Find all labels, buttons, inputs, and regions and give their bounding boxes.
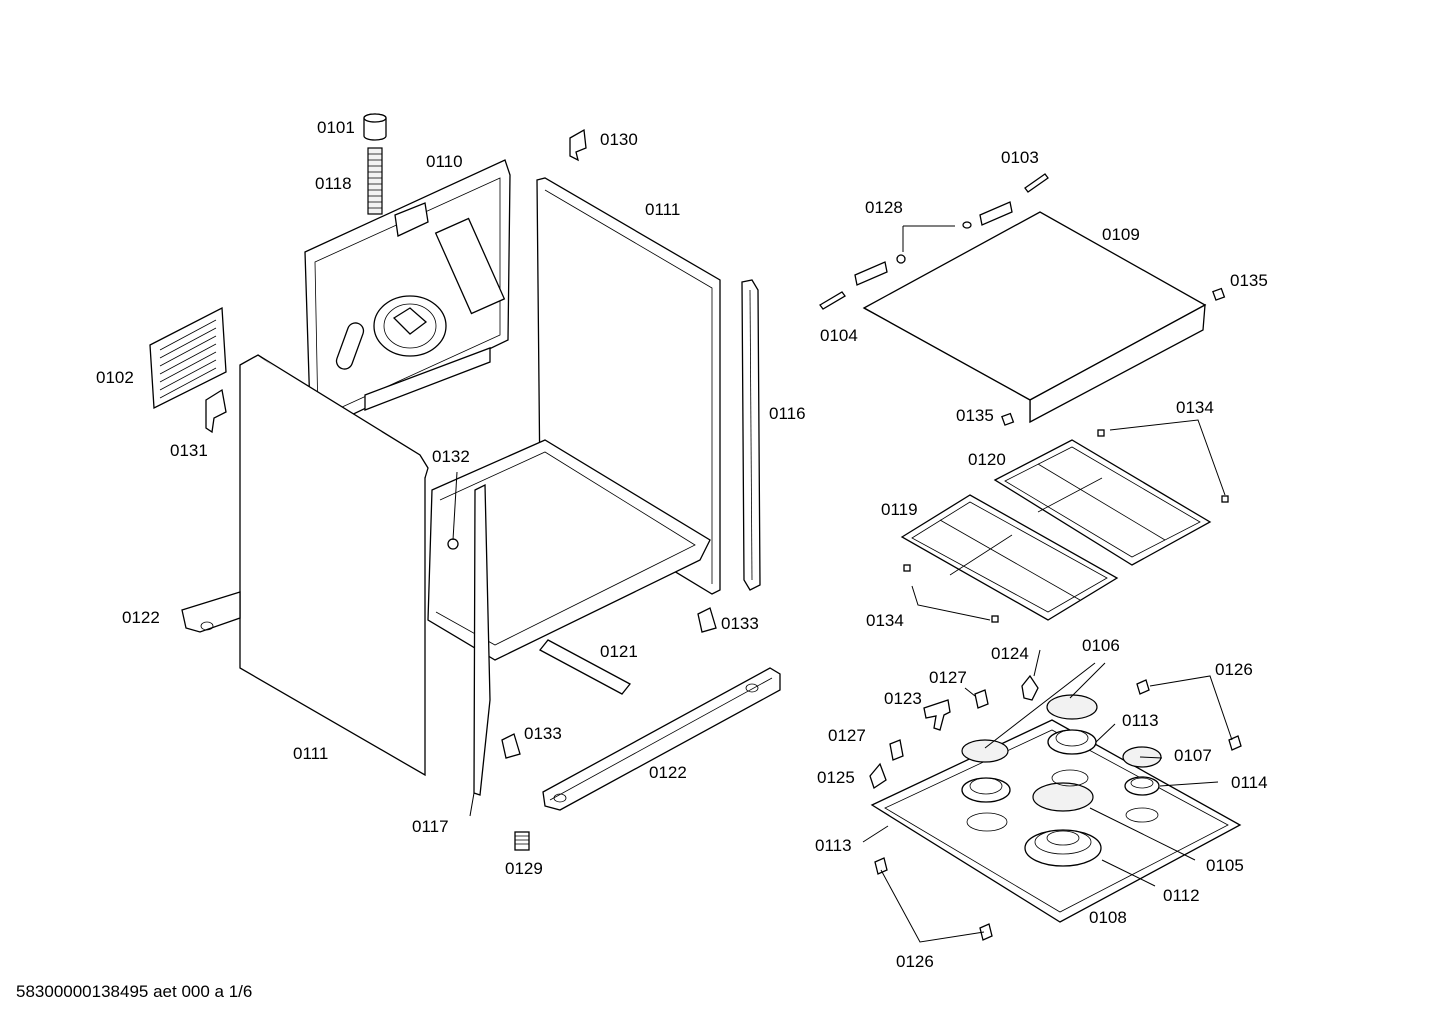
part-0126-clip-right (1228, 735, 1242, 751)
part-0126-clip-bottom-a (874, 857, 888, 875)
part-0126-clip-top (1136, 679, 1150, 695)
part-0134-foot-d (991, 615, 999, 623)
callout-0123: 0123 (884, 689, 922, 708)
callout-0134-top: 0134 (1176, 398, 1214, 417)
part-0123-injector (923, 699, 951, 731)
callout-labels: 0101 0118 0110 0130 0111 0102 0131 0132 … (96, 118, 1268, 971)
callout-0127-lower: 0127 (828, 726, 866, 745)
cabinet-assembly (149, 113, 781, 851)
part-0113-burner-lower (961, 777, 1011, 803)
part-0126-clip-bottom-b (979, 923, 993, 941)
part-0105-cap-wok (1032, 782, 1094, 812)
callout-0111-right: 0111 (645, 200, 680, 219)
part-hinge-left (854, 261, 888, 286)
part-0130-bracket (569, 128, 587, 162)
part-0117-front-strip (473, 483, 491, 796)
part-0133-clip-upper (697, 607, 717, 633)
callout-0131: 0131 (170, 441, 208, 460)
part-0135-pad-bottom (1001, 412, 1015, 426)
part-0131-clip (205, 388, 227, 434)
part-0134-foot-c (903, 564, 911, 572)
callout-0124: 0124 (991, 644, 1029, 663)
callout-0110: 0110 (426, 152, 463, 171)
part-0134-foot-a (1097, 429, 1105, 437)
part-0125-holder (869, 762, 887, 790)
callout-0116: 0116 (769, 404, 806, 423)
callout-0122-long: 0122 (649, 763, 687, 782)
part-0120-grate-right (993, 439, 1212, 566)
callout-0111-left: 0111 (293, 744, 328, 763)
part-0121-tray (427, 439, 711, 695)
part-0129-fitting (514, 831, 530, 851)
part-0109-lid (862, 211, 1207, 424)
part-0101-cap (363, 113, 387, 141)
part-0113-burner-upper (1047, 729, 1097, 755)
part-0111-left-side-panel (239, 354, 429, 777)
callout-0134-bottom: 0134 (866, 611, 904, 630)
part-0135-pad-top (1212, 287, 1226, 301)
burner-seat-middle (1051, 769, 1089, 787)
callout-0113-upper: 0113 (1122, 711, 1159, 730)
part-hinge-right (979, 201, 1013, 226)
callout-0104: 0104 (820, 326, 858, 345)
callout-0109: 0109 (1102, 225, 1140, 244)
leader-lines (452, 225, 1233, 943)
callout-0106: 0106 (1082, 636, 1120, 655)
part-0103-screw (1024, 173, 1049, 193)
part-0128-cap-upper (962, 221, 972, 229)
burner-seat-front (966, 812, 1008, 832)
callout-0101: 0101 (317, 118, 355, 137)
part-0127-clip-lower (889, 739, 904, 761)
callout-0114: 0114 (1231, 773, 1268, 792)
callout-0127-upper: 0127 (929, 668, 967, 687)
part-0128-cap-lower (896, 254, 906, 264)
callout-0103: 0103 (1001, 148, 1039, 167)
part-0114-burner-small (1124, 776, 1160, 796)
part-0116-rail (741, 279, 761, 591)
part-0106-cap-medium (961, 739, 1009, 763)
callout-0117: 0117 (412, 817, 449, 836)
callout-0128: 0128 (865, 198, 903, 217)
part-0132-pin (447, 538, 459, 550)
callout-0113-lower: 0113 (815, 836, 852, 855)
document-id-footer: 58300000138495 aet 000 a 1/6 (16, 982, 252, 1001)
callout-0129: 0129 (505, 859, 543, 878)
part-0104-screw (819, 291, 846, 310)
callout-0120: 0120 (968, 450, 1006, 469)
callout-0135-top: 0135 (1230, 271, 1268, 290)
part-0122-foot-rail-left (181, 591, 241, 633)
callout-0126-bottom: 0126 (896, 952, 934, 971)
callout-0133-upper: 0133 (721, 614, 759, 633)
callout-0102: 0102 (96, 368, 134, 387)
callout-0126-top: 0126 (1215, 660, 1253, 679)
callout-0112: 0112 (1163, 886, 1200, 905)
part-0102-grille (149, 306, 227, 410)
callout-0132: 0132 (432, 447, 470, 466)
callout-0133-lower: 0133 (524, 724, 562, 743)
part-0119-grate-left (900, 494, 1119, 621)
callout-0135-bottom: 0135 (956, 406, 994, 425)
part-0133-clip-lower (501, 733, 521, 759)
callout-0108: 0108 (1089, 908, 1127, 927)
part-0122-foot-rail-long (542, 667, 781, 811)
hob-assembly (819, 173, 1242, 941)
callout-0118: 0118 (315, 174, 352, 193)
callout-0105: 0105 (1206, 856, 1244, 875)
part-0112-burner-wok (1024, 829, 1102, 867)
callout-0107: 0107 (1174, 746, 1212, 765)
part-0118-hose (367, 147, 383, 215)
part-0106-cap-large (1046, 694, 1098, 720)
callout-0121: 0121 (600, 642, 638, 661)
callout-0125: 0125 (817, 768, 855, 787)
callout-0122-left: 0122 (122, 608, 160, 627)
callout-0119: 0119 (881, 500, 918, 519)
part-0124-knob-clip (1021, 674, 1039, 701)
callout-0130: 0130 (600, 130, 638, 149)
part-0134-foot-b (1221, 495, 1229, 503)
burner-seat-right (1125, 807, 1159, 823)
part-0110-back-panel (304, 159, 511, 431)
part-0127-clip-upper (974, 689, 989, 709)
